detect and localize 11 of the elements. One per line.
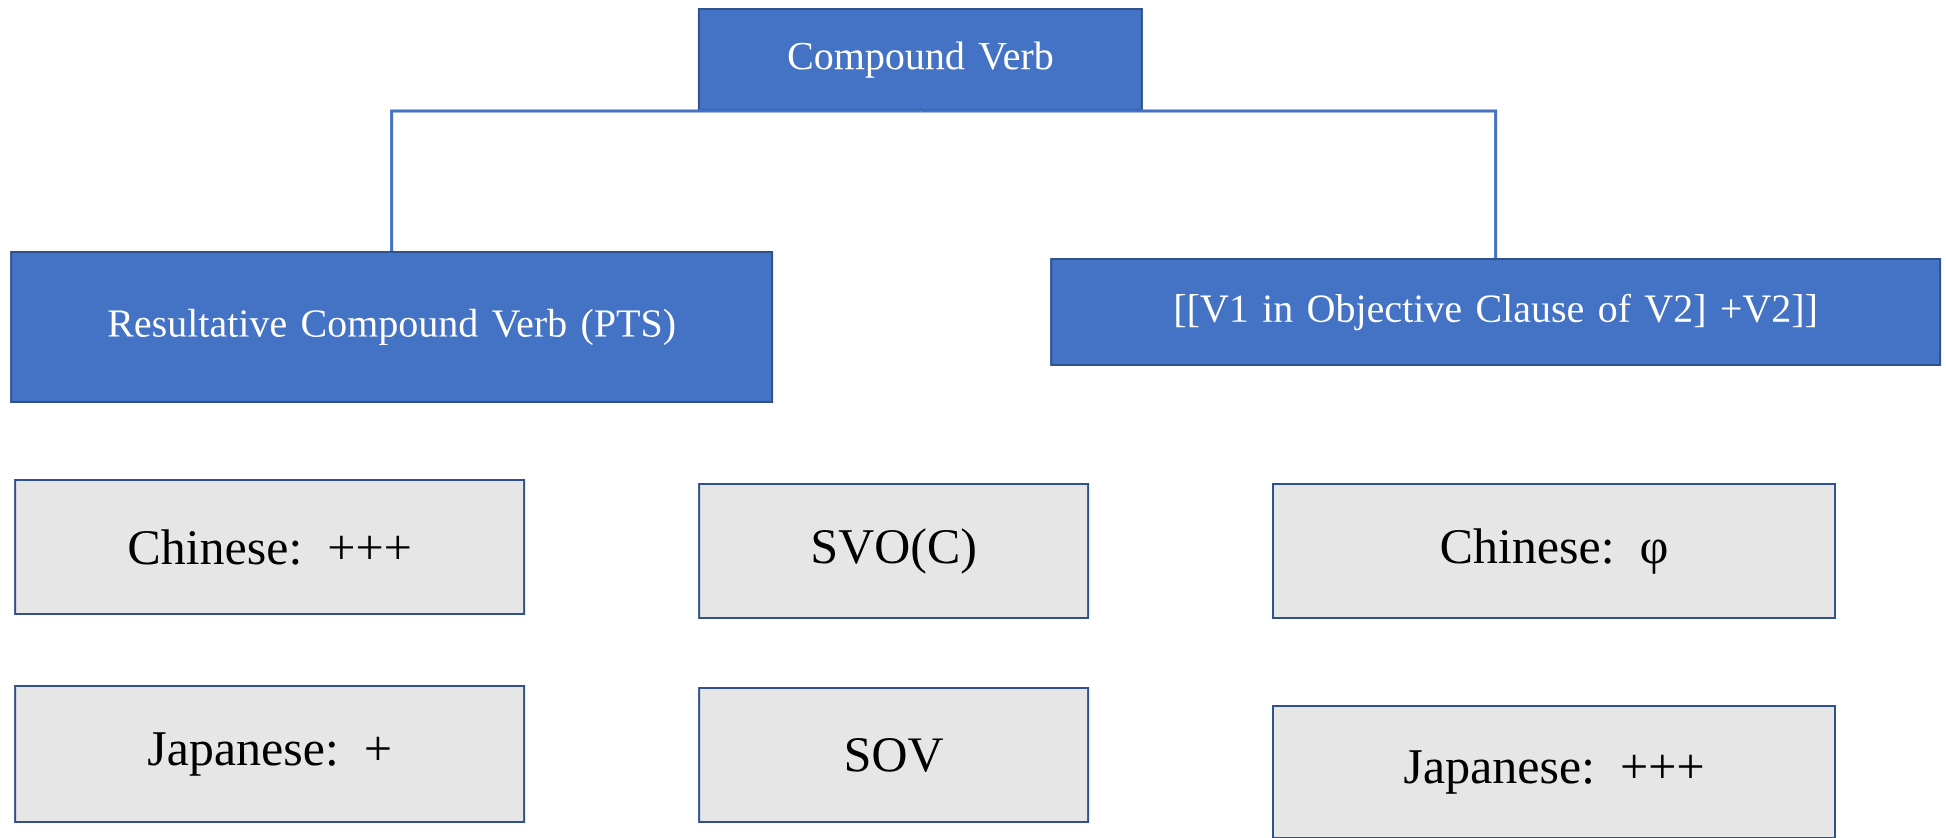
connector-line	[390, 109, 921, 251]
feature-box: SOV	[698, 687, 1090, 823]
category-box: Resultative Compound Verb (PTS)	[10, 251, 774, 403]
category-box: Compound Verb	[697, 8, 1143, 112]
category-box: [[V1 in Objective Clause of V2] +V2]]	[1050, 258, 1942, 366]
feature-box: Japanese: +	[14, 685, 526, 823]
connector-line	[920, 109, 1498, 258]
feature-box: Chinese: +++	[14, 479, 526, 615]
feature-box: Chinese: φ	[1272, 483, 1837, 619]
feature-box: SVO(C)	[698, 483, 1090, 619]
feature-box: Japanese: +++	[1272, 705, 1837, 838]
